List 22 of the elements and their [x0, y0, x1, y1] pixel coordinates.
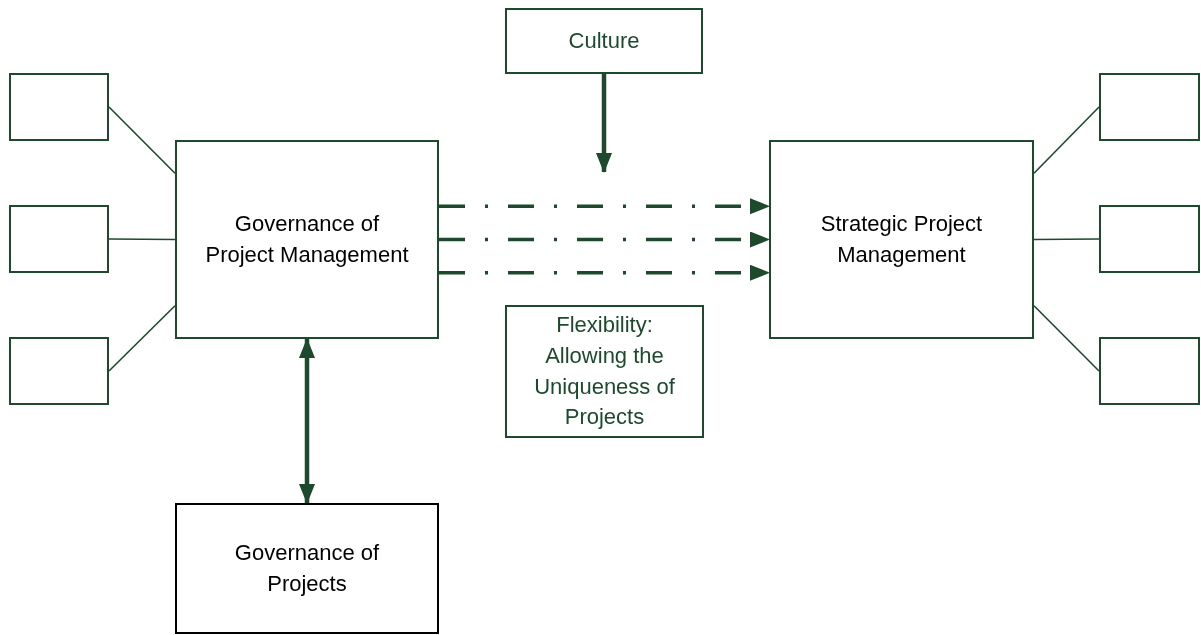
empty-box — [1099, 337, 1200, 405]
process-box: Strategic Project Management — [769, 140, 1034, 339]
culture-box: Culture — [505, 8, 703, 74]
connector-line — [108, 106, 176, 175]
empty-box — [9, 73, 109, 141]
arrow — [439, 231, 770, 248]
empty-box — [9, 205, 109, 273]
connector-line — [1033, 304, 1100, 372]
arrow — [299, 338, 315, 504]
connector-line — [1033, 106, 1100, 175]
process-box: Governance of Projects — [175, 503, 439, 634]
connector-line — [1033, 238, 1100, 241]
process-box: Governance of Project Management — [175, 140, 439, 339]
empty-box — [9, 337, 109, 405]
arrow — [596, 74, 612, 173]
connector-line — [108, 238, 176, 241]
empty-box — [1099, 205, 1200, 273]
note-box: Flexibility: Allowing the Uniqueness of Projects — [505, 305, 704, 438]
arrow — [439, 198, 770, 215]
connector-line — [108, 304, 176, 372]
empty-box — [1099, 73, 1200, 141]
arrow — [439, 264, 770, 281]
